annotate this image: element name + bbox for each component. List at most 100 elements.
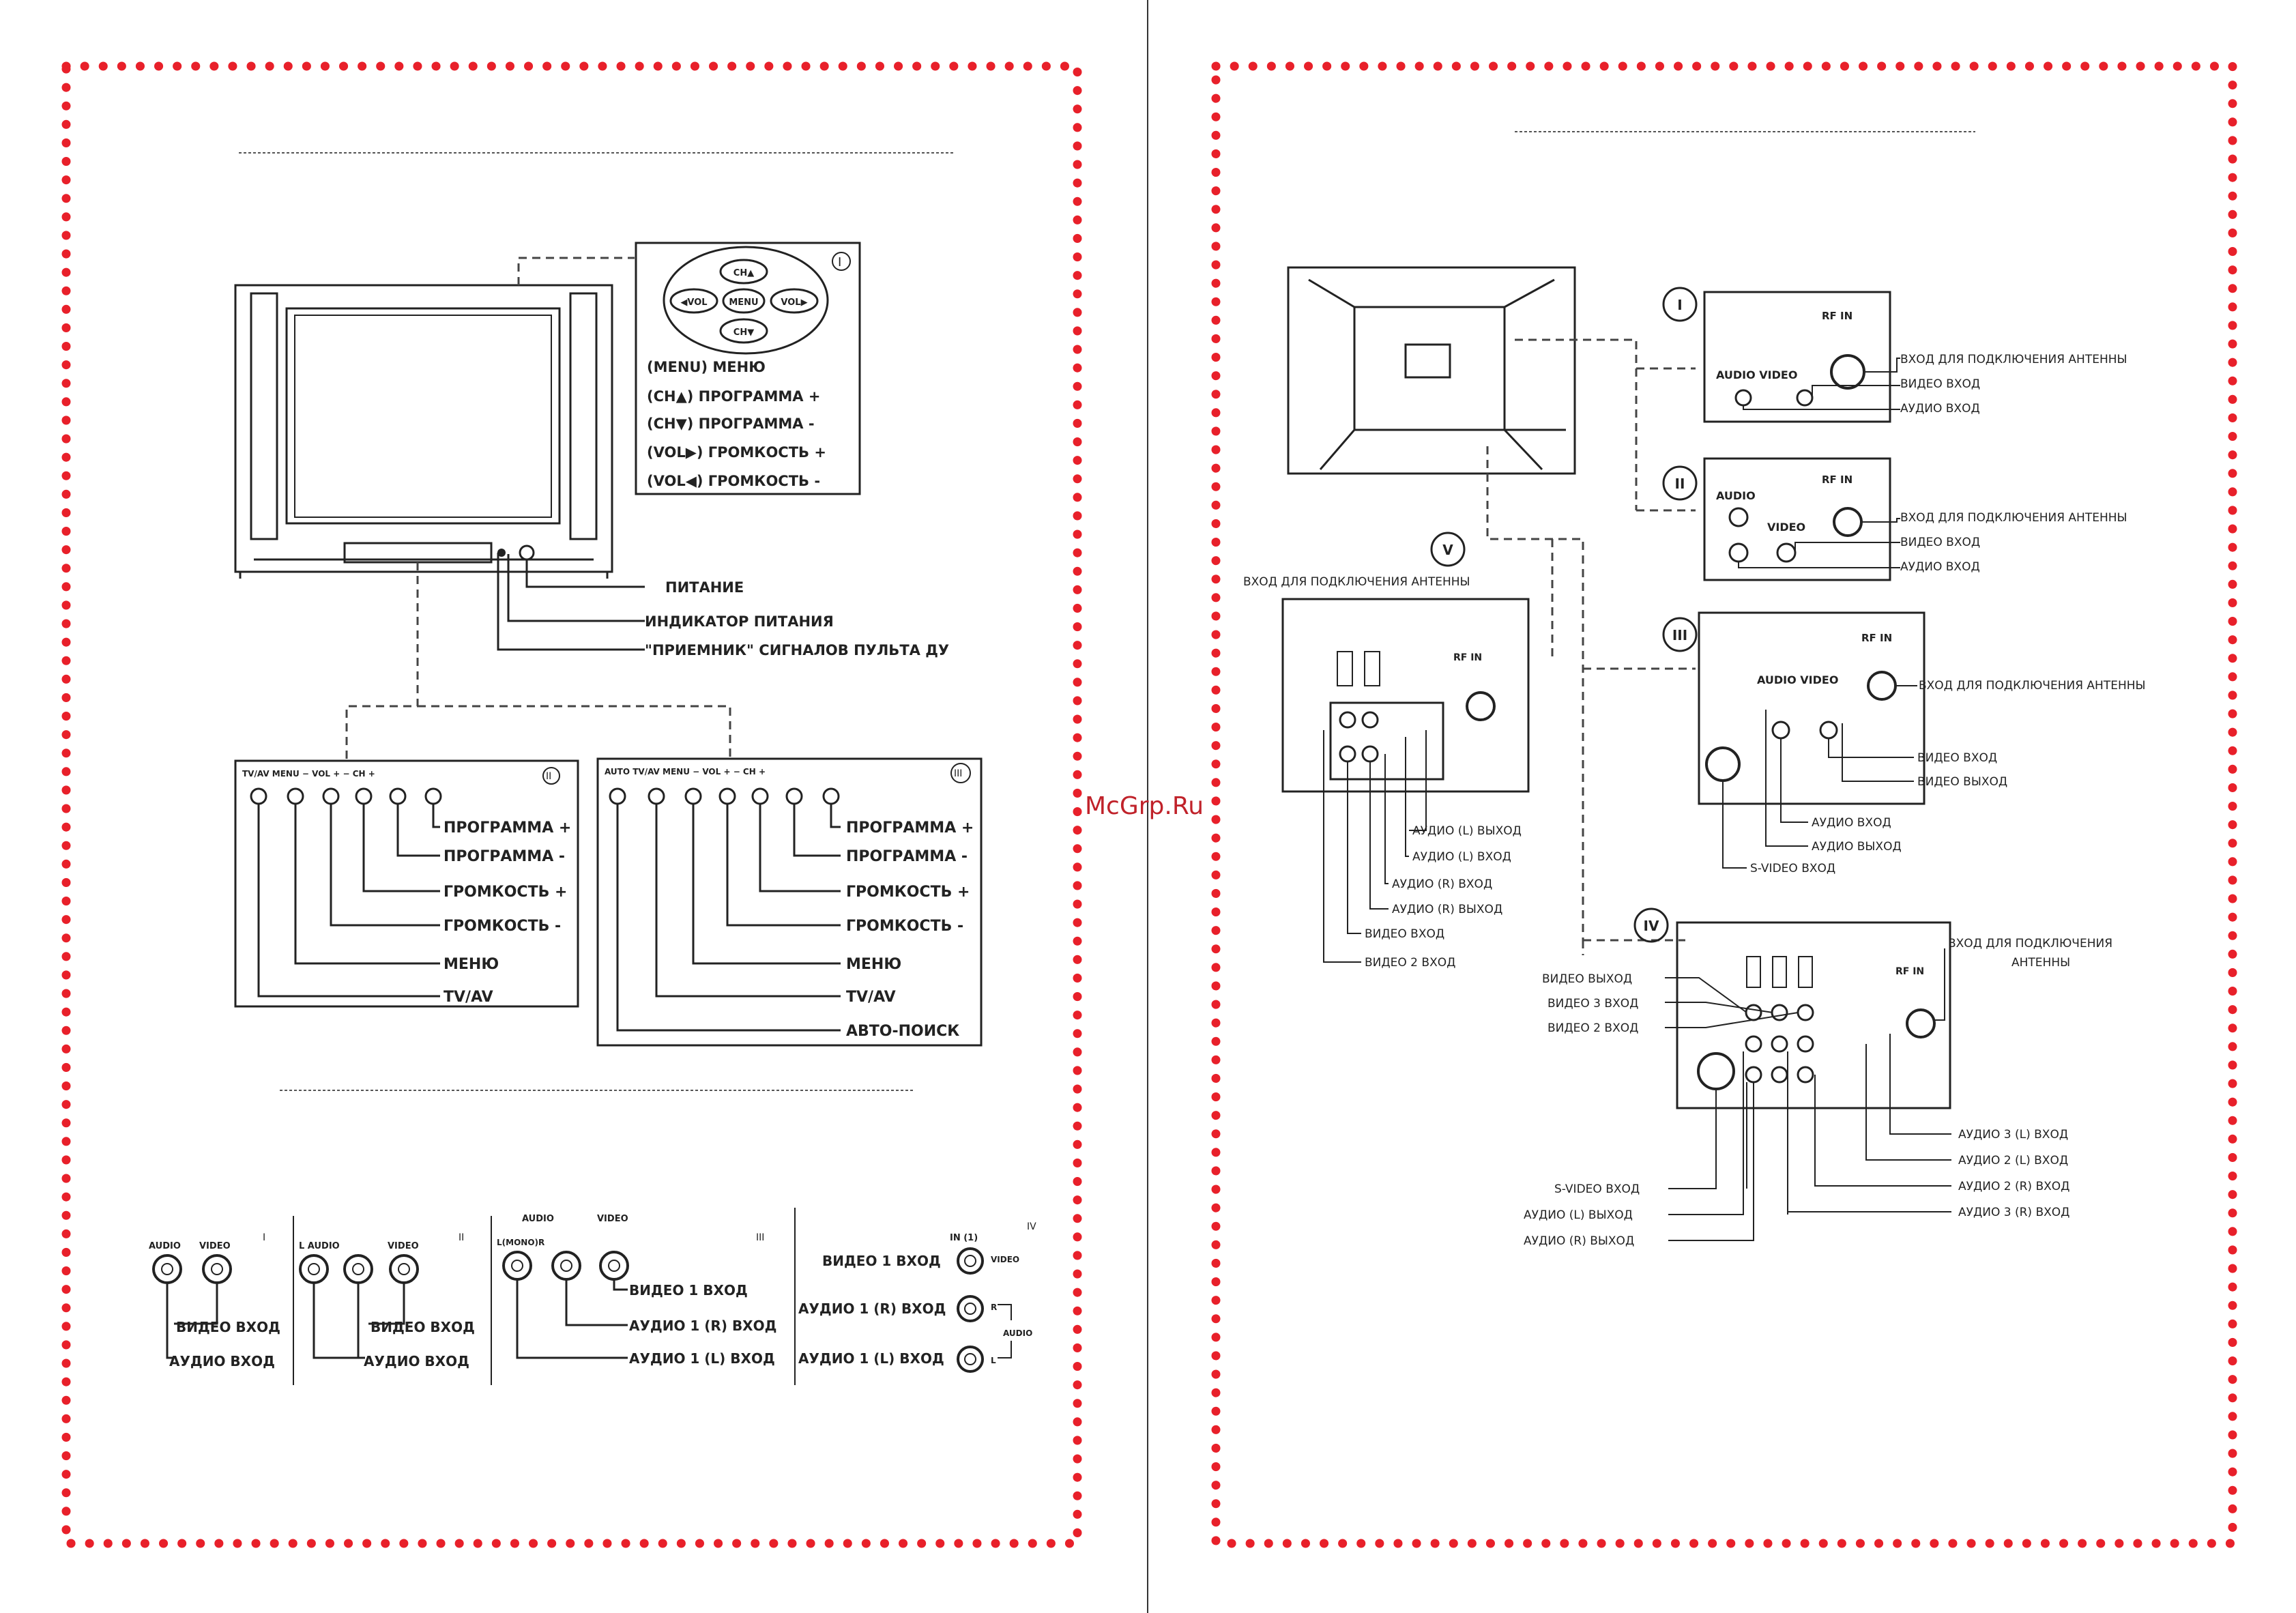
rear-5-jack-3[interactable] <box>1339 745 1356 763</box>
panel-a-ch-minus-button[interactable] <box>389 787 407 805</box>
rear-3-video-jack[interactable] <box>1819 721 1838 740</box>
rear-4-audio2-r-jack[interactable] <box>1771 1066 1788 1084</box>
rear-4-audio2-l-jack[interactable] <box>1797 1035 1814 1053</box>
rear-3-rf-jack[interactable] <box>1867 671 1897 701</box>
av3-video-top: VIDEO <box>597 1214 628 1224</box>
rear-4-audio3-l-jack[interactable] <box>1771 1035 1788 1053</box>
left-page-frame <box>61 61 1082 1548</box>
power-button[interactable] <box>519 544 535 561</box>
ch-up-label: CH▲ <box>733 268 754 278</box>
legend-menu: (MENU) МЕНЮ <box>647 359 766 375</box>
menu-label: MENU <box>729 297 758 308</box>
rear-3-svideo-jack[interactable] <box>1705 746 1741 782</box>
rear-4-label-audio-r-out: АУДИО (R) ВЫХОД <box>1524 1234 1634 1248</box>
rear-4-video-out-jack[interactable] <box>1745 1004 1762 1021</box>
av3-video-jack[interactable] <box>599 1251 629 1281</box>
rear-4-audio3-r-jack[interactable] <box>1797 1066 1814 1084</box>
rear-1-rf-jack[interactable] <box>1830 354 1865 390</box>
rear-3-audio-jack[interactable] <box>1771 721 1790 740</box>
rear-4-number: IV <box>1644 918 1659 934</box>
av1-video-top: VIDEO <box>199 1241 231 1251</box>
rear-5-jack-4[interactable] <box>1361 745 1379 763</box>
av4-audio-l-jack[interactable] <box>957 1346 984 1373</box>
panel-b-auto-button[interactable] <box>609 787 626 805</box>
av2-video-top: VIDEO <box>388 1241 419 1251</box>
av4-label-audio-r: АУДИО 1 (R) ВХОД <box>798 1300 946 1317</box>
vol-plus-button[interactable] <box>770 288 819 314</box>
rear-1-av-top: AUDIO VIDEO <box>1716 368 1797 381</box>
av1-video-jack[interactable] <box>202 1254 232 1284</box>
rear-4-audio-r-out-jack[interactable] <box>1745 1066 1762 1084</box>
rear-2-audio-l-jack[interactable] <box>1728 507 1749 527</box>
panel-a-vol-minus-button[interactable] <box>322 787 340 805</box>
av1-audio-jack[interactable] <box>152 1254 182 1284</box>
av2-audio-l-jack[interactable] <box>299 1254 329 1284</box>
panel-b-label-vol-minus: ГРОМКОСТЬ - <box>846 918 963 935</box>
av4-audio-r-jack[interactable] <box>957 1295 984 1322</box>
vol-minus-button[interactable] <box>669 288 718 314</box>
av3-audio-l-jack[interactable] <box>502 1251 532 1281</box>
av2-audio-r-jack[interactable] <box>343 1254 373 1284</box>
av4-video-jack[interactable] <box>957 1247 984 1275</box>
rear-5-label-audio-l-out: АУДИО (L) ВЫХОД <box>1412 824 1522 838</box>
rear-panel-2: II AUDIO VIDEO RF IN ВХОД ДЛЯ ПОДКЛЮЧЕНИ… <box>1662 457 2127 581</box>
ch-up-button[interactable] <box>719 259 768 285</box>
rear-4-audio-l-out-jack[interactable] <box>1745 1035 1762 1053</box>
ch-down-button[interactable] <box>719 318 768 344</box>
rear-4-video2-jack[interactable] <box>1797 1004 1814 1021</box>
panel-b-vol-minus-button[interactable] <box>718 787 736 805</box>
av2-video-jack[interactable] <box>389 1254 419 1284</box>
av3-label-video: ВИДЕО 1 ВХОД <box>629 1282 748 1298</box>
panel-b-ch-plus-button[interactable] <box>822 787 840 805</box>
av3-audio-r-jack[interactable] <box>551 1251 581 1281</box>
av1-label-video: ВИДЕО ВХОД <box>176 1319 280 1335</box>
rear-1-label-video: ВИДЕО ВХОД <box>1900 377 1980 391</box>
rear-4-video3-jack[interactable] <box>1771 1004 1788 1021</box>
rear-5-jack-1[interactable] <box>1339 711 1356 729</box>
panel-a-tvav-button[interactable] <box>250 787 267 805</box>
rear-4-label-audio-l-out: АУДИО (L) ВЫХОД <box>1524 1208 1633 1222</box>
rear-2-audio-r-jack[interactable] <box>1728 542 1749 563</box>
av4-number: IV <box>1027 1221 1036 1232</box>
vol-minus-label: ◀VOL <box>680 297 707 308</box>
rear-1-video-jack[interactable] <box>1796 389 1814 407</box>
side-panel-a: TV/AV MENU − VOL + − CH + II ПРОГРАММА +… <box>234 759 579 1008</box>
panel-b-header: AUTO TV/AV MENU − VOL + − CH + <box>605 767 766 776</box>
rear-3-number: III <box>1672 627 1687 643</box>
panel-b-tvav-button[interactable] <box>648 787 665 805</box>
rear-5-label-video-in: ВИДЕО ВХОД <box>1365 927 1444 941</box>
panel-a-vol-plus-button[interactable] <box>355 787 373 805</box>
rear-4-label-antenna-2: АНТЕННЫ <box>2011 956 2070 970</box>
panel-b-number: III <box>954 768 962 779</box>
rear-4-label-video2: ВИДЕО 2 ВХОД <box>1547 1021 1638 1035</box>
panel-b-ch-minus-button[interactable] <box>785 787 803 805</box>
rear-1-audio-jack[interactable] <box>1734 389 1752 407</box>
rear-panel-3: III RF IN AUDIO VIDEO ВХОД ДЛЯ ПОДКЛЮЧЕН… <box>1662 611 2146 875</box>
panel-a-menu-button[interactable] <box>287 787 304 805</box>
panel-b-vol-plus-button[interactable] <box>751 787 769 805</box>
rear-4-svideo-jack[interactable] <box>1697 1052 1735 1090</box>
rear-2-video-jack[interactable] <box>1776 542 1797 563</box>
rear-1-rf-label: RF IN <box>1822 310 1852 322</box>
panel-a-label-ch-plus: ПРОГРАММА + <box>444 819 571 837</box>
av2-number: II <box>459 1232 464 1243</box>
rear-4-label-video-out: ВИДЕО ВЫХОД <box>1542 972 1632 986</box>
panel-a-label-ch-minus: ПРОГРАММА - <box>444 848 565 865</box>
legend-vol-up: (VOL▶) ГРОМКОСТЬ + <box>647 444 826 461</box>
panel-b-menu-button[interactable] <box>684 787 702 805</box>
ch-down-label: CH▼ <box>733 328 754 338</box>
menu-button[interactable] <box>722 288 766 314</box>
rear-4-rf-jack[interactable] <box>1906 1008 1936 1038</box>
rear-1-label-antenna: ВХОД ДЛЯ ПОДКЛЮЧЕНИЯ АНТЕННЫ <box>1900 353 2127 366</box>
rear-5-jack-2[interactable] <box>1361 711 1379 729</box>
front-av-row: I AUDIO VIDEO ВИДЕО ВХОД АУДИО ВХОД II L… <box>149 1208 1036 1385</box>
rear-5-rf-jack[interactable] <box>1466 691 1496 721</box>
panel-a-ch-plus-button[interactable] <box>424 787 442 805</box>
rear-3-label-video-out: ВИДЕО ВЫХОД <box>1917 775 2007 789</box>
av3-label-audio-l: АУДИО 1 (L) ВХОД <box>629 1350 775 1367</box>
rear-2-label-antenna: ВХОД ДЛЯ ПОДКЛЮЧЕНИЯ АНТЕННЫ <box>1900 511 2127 525</box>
rear-2-audio-top: AUDIO <box>1716 489 1756 502</box>
panel-a-label-vol-minus: ГРОМКОСТЬ - <box>444 918 561 935</box>
rear-2-rf-jack[interactable] <box>1833 507 1863 537</box>
rear-5-label-audio-r-in: АУДИО (R) ВХОД <box>1392 877 1492 891</box>
